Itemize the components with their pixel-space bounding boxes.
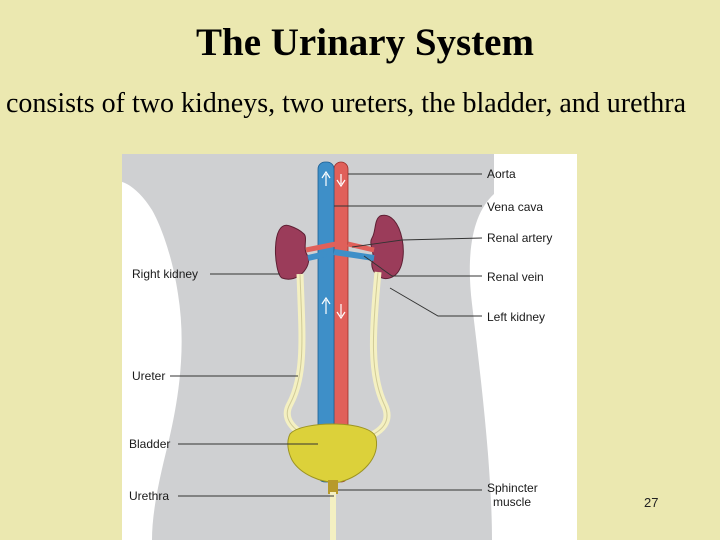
slide-subtitle: consists of two kidneys, two ureters, th… bbox=[6, 88, 687, 119]
label-ureter: Ureter bbox=[132, 369, 165, 383]
urethra bbox=[330, 492, 336, 540]
slide-title: The Urinary System bbox=[196, 21, 534, 64]
ureter-left-outline bbox=[361, 271, 388, 440]
label-right-kidney: Right kidney bbox=[132, 267, 198, 281]
renal-artery-left bbox=[305, 241, 337, 253]
label-left-kidney: Left kidney bbox=[487, 310, 545, 324]
label-aorta: Aorta bbox=[487, 167, 516, 181]
left-kidney bbox=[370, 214, 404, 280]
label-sphincter-line1: Sphincter bbox=[487, 481, 538, 495]
urinary-system-diagram: Aorta Vena cava Renal artery Renal vein … bbox=[122, 154, 577, 540]
renal-vein-left bbox=[307, 251, 327, 261]
label-urethra: Urethra bbox=[129, 489, 169, 503]
bladder bbox=[287, 423, 378, 483]
label-sphincter-line2: muscle bbox=[493, 495, 531, 509]
label-renal-artery: Renal artery bbox=[487, 231, 552, 245]
ureter-right-outline bbox=[286, 273, 313, 440]
label-vena-cava: Vena cava bbox=[487, 200, 543, 214]
renal-vein-right bbox=[333, 249, 375, 261]
label-renal-vein: Renal vein bbox=[487, 270, 544, 284]
leader-lines bbox=[170, 173, 483, 497]
page-number: 27 bbox=[644, 495, 659, 510]
renal-artery-right bbox=[347, 241, 375, 253]
sphincter-muscle bbox=[328, 480, 338, 494]
label-bladder: Bladder bbox=[129, 437, 170, 451]
vena-cava-vessel bbox=[317, 161, 335, 483]
right-kidney bbox=[275, 224, 310, 280]
